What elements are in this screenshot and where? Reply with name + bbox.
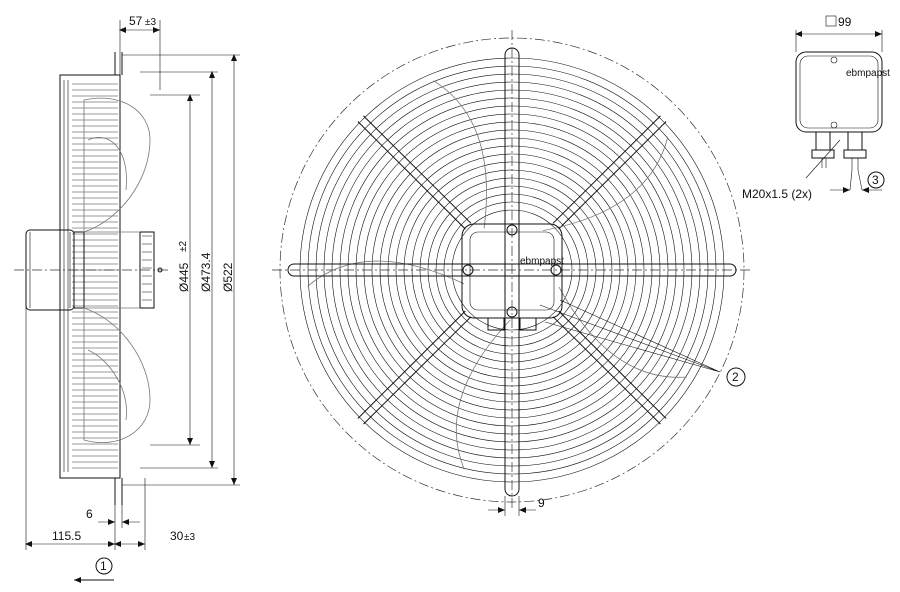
dim-6-label: 6 (86, 507, 93, 521)
callout-2-label: 2 (732, 370, 739, 384)
dim-445-tol: ±2 (178, 241, 189, 252)
guard-rings (299, 57, 725, 483)
guard-ring (347, 105, 677, 435)
dim-445-label: Ø445 (177, 262, 191, 292)
motor-box (461, 223, 563, 319)
dim-115-label: 115.5 (52, 529, 81, 543)
guard-ring (443, 201, 581, 339)
guard-ring (435, 193, 589, 347)
blade-edge (455, 319, 511, 470)
guard-ring (379, 137, 645, 403)
guard-ring (363, 121, 661, 419)
guard-ring (331, 89, 693, 451)
front-logo: ebmpapst (520, 256, 564, 267)
guard-ring (451, 209, 573, 331)
callout-3 (867, 171, 885, 189)
guard-ring (403, 161, 621, 379)
box-logo: ebmpapst (846, 68, 890, 79)
thread-label: M20x1.5 (2x) (742, 187, 812, 201)
guard-bar-horizontal (287, 263, 737, 277)
guard-ring (323, 81, 701, 459)
blade-edge (558, 286, 687, 378)
guard-ring (427, 185, 597, 355)
guard-ring (339, 97, 685, 443)
callout-3-label: 3 (872, 173, 879, 187)
front-view: ebmpapst 2 9 (272, 30, 752, 516)
side-guard-wires (72, 83, 118, 469)
blade-edge (307, 260, 465, 287)
side-view: 57 ±3 Ø445 ±2 Ø473.4 Ø522 6 115.5 30 ±3 … (14, 14, 240, 583)
guard-ring (307, 65, 717, 475)
guard-ring (371, 129, 653, 411)
dim-9-label: 9 (538, 496, 545, 510)
dim-30-tol: ±3 (184, 532, 195, 543)
guard-ring (411, 169, 613, 371)
guard-ring (299, 57, 725, 483)
blade-edge (542, 136, 669, 231)
guard-ring (387, 145, 637, 395)
dim-522-label: Ø522 (221, 262, 235, 292)
square-symbol (825, 15, 837, 27)
blade-edge (433, 80, 487, 229)
dim-473-label: Ø473.4 (199, 252, 213, 292)
callout-2 (726, 367, 746, 387)
guard-bar-vertical (504, 47, 520, 497)
dim-57-label: 57 (129, 14, 143, 28)
guard-ring (419, 177, 605, 363)
callout-1-label: 1 (100, 559, 107, 573)
guard-ring (355, 113, 669, 427)
dim-30-label: 30 (170, 529, 184, 543)
guard-struts (357, 115, 667, 425)
dim-57-tol: ±3 (145, 17, 156, 28)
dim-99-label: 99 (838, 15, 852, 29)
guard-ring (315, 73, 709, 467)
terminal-box-detail: 99 ebmpapst M20x1.5 (2x) 3 (742, 15, 890, 201)
callout-1 (95, 557, 113, 575)
guard-ring (395, 153, 629, 387)
fan-blades (307, 80, 687, 470)
